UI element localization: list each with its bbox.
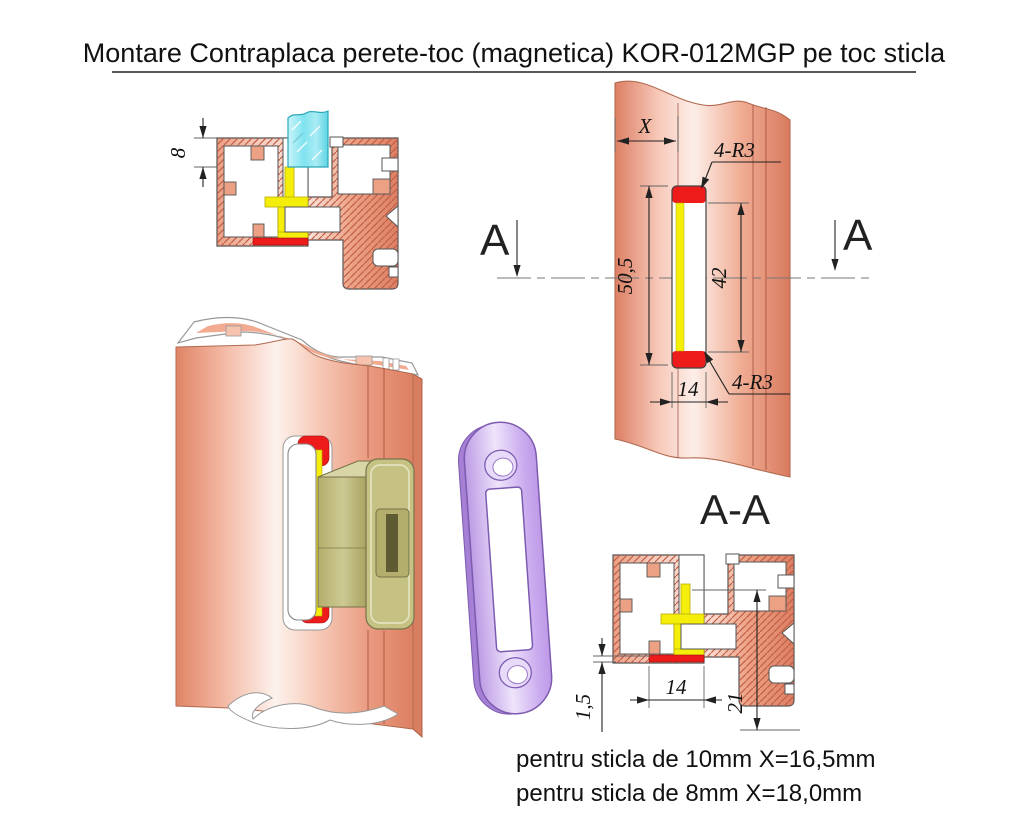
dim-14-section-label: 14: [666, 675, 688, 699]
section-marker-left: A: [480, 216, 521, 277]
top-face-notch: [225, 325, 242, 337]
radius-top-label: 4-R3: [714, 138, 755, 162]
plate-slot: [484, 486, 534, 653]
radius-callout-top: 4-R3: [697, 138, 781, 191]
section-marker-right: A: [831, 211, 873, 271]
note-line-2: pentru sticla de 8mm X=18,0mm: [516, 780, 862, 807]
strike-plate-purple: [457, 421, 553, 715]
section-title: A-A: [700, 486, 770, 533]
striker-slot-hole: [386, 514, 398, 572]
bracket-front: [675, 202, 685, 352]
section-marker-right-label: A: [843, 211, 873, 260]
dim-42: 42: [707, 202, 749, 353]
latch-striker-3d: [317, 458, 415, 630]
section-marker-left-label: A: [480, 216, 510, 265]
dim-14-front: 14: [650, 372, 728, 408]
note-line-1: pentru sticla de 10mm X=16,5mm: [516, 746, 876, 773]
torn-bottom-edge: [227, 692, 399, 729]
isometric-view: [175, 316, 423, 739]
dim-21: 21: [692, 589, 800, 731]
plate-front: [287, 443, 317, 621]
dim-42-label: 42: [707, 267, 731, 289]
top-groove-slot: [382, 357, 390, 370]
dim-8-label: 8: [166, 147, 190, 158]
magnet-front-top: [672, 186, 706, 203]
radius-bottom-label: 4-R3: [732, 370, 773, 394]
dim-1-5-label: 1,5: [571, 694, 595, 720]
dim-14-front-label: 14: [678, 377, 700, 401]
page-title: Montare Contraplaca perete-toc (magnetic…: [83, 38, 946, 68]
section-view-a-a: A-A 1,5 14 21: [571, 486, 800, 732]
contraplaca-slot-front: [671, 185, 707, 369]
dim-x: X: [614, 114, 679, 152]
dim-50-5: 50,5: [613, 185, 668, 366]
glass-pane: [287, 110, 329, 168]
top-face-notch: [355, 355, 373, 366]
drawing-title-block: Montare Contraplaca perete-toc (magnetic…: [83, 38, 946, 73]
dim-50-5-label: 50,5: [613, 258, 637, 295]
glass-thickness-notes: pentru sticla de 10mm X=16,5mm pentru st…: [516, 746, 876, 807]
striker-body: [317, 476, 369, 608]
top-groove-slot: [392, 358, 400, 371]
dim-14-section: 14: [630, 666, 722, 708]
magnet-front-bottom: [672, 351, 706, 368]
radius-callout-bottom: 4-R3: [700, 349, 790, 395]
front-view: X 4-R3 50,5 42: [480, 80, 873, 478]
dim-x-label: X: [638, 114, 653, 138]
dim-8: 8: [166, 118, 207, 187]
top-section-detail-view: 8: [166, 110, 400, 291]
dim-21-label: 21: [723, 693, 747, 714]
dim-1-5: 1,5: [571, 638, 651, 732]
